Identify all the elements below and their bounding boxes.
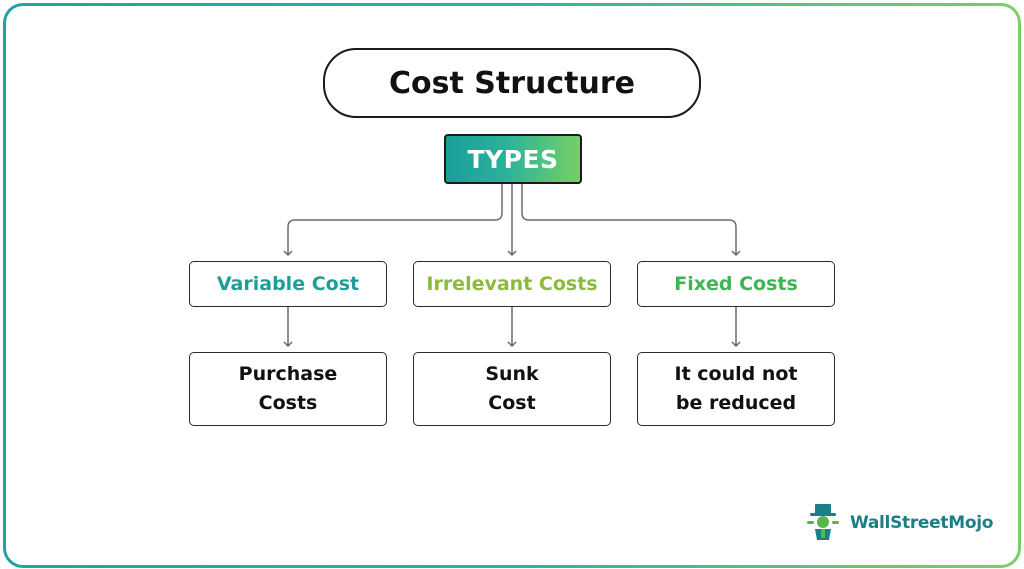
variable-example-line-1: Purchase	[238, 363, 338, 385]
variable-cost-label: Variable Cost	[216, 273, 360, 295]
fixed-costs-example-node: It could not be reduced	[637, 352, 835, 426]
irrelevant-costs-label: Irrelevant Costs	[426, 273, 598, 295]
diagram-title: Cost Structure	[323, 48, 701, 118]
variable-example-line-2: Costs	[258, 392, 318, 414]
variable-cost-node: Variable Cost	[189, 261, 387, 307]
brand-name: WallStreetMojo	[850, 513, 994, 533]
fixed-costs-node: Fixed Costs	[637, 261, 835, 307]
variable-cost-example-node: Purchase Costs	[189, 352, 387, 426]
connector-types-to-fixed	[521, 180, 741, 257]
brand-logo: WallStreetMojo	[802, 503, 993, 543]
fixed-costs-label: Fixed Costs	[674, 273, 798, 295]
irrelevant-costs-example-node: Sunk Cost	[413, 352, 611, 426]
diagram-title-text: Cost Structure	[389, 65, 635, 101]
fixed-example-line-2: be reduced	[675, 392, 797, 414]
types-node-label: TYPES	[467, 144, 559, 174]
irrelevant-example-line-1: Sunk	[485, 363, 539, 385]
fixed-example-line-1: It could not	[674, 363, 798, 385]
connector-types-to-variable	[283, 180, 503, 257]
mascot-hat-icon	[807, 504, 839, 540]
irrelevant-costs-node: Irrelevant Costs	[413, 261, 611, 307]
types-node: TYPES	[444, 134, 582, 184]
irrelevant-example-line-2: Cost	[488, 392, 536, 414]
